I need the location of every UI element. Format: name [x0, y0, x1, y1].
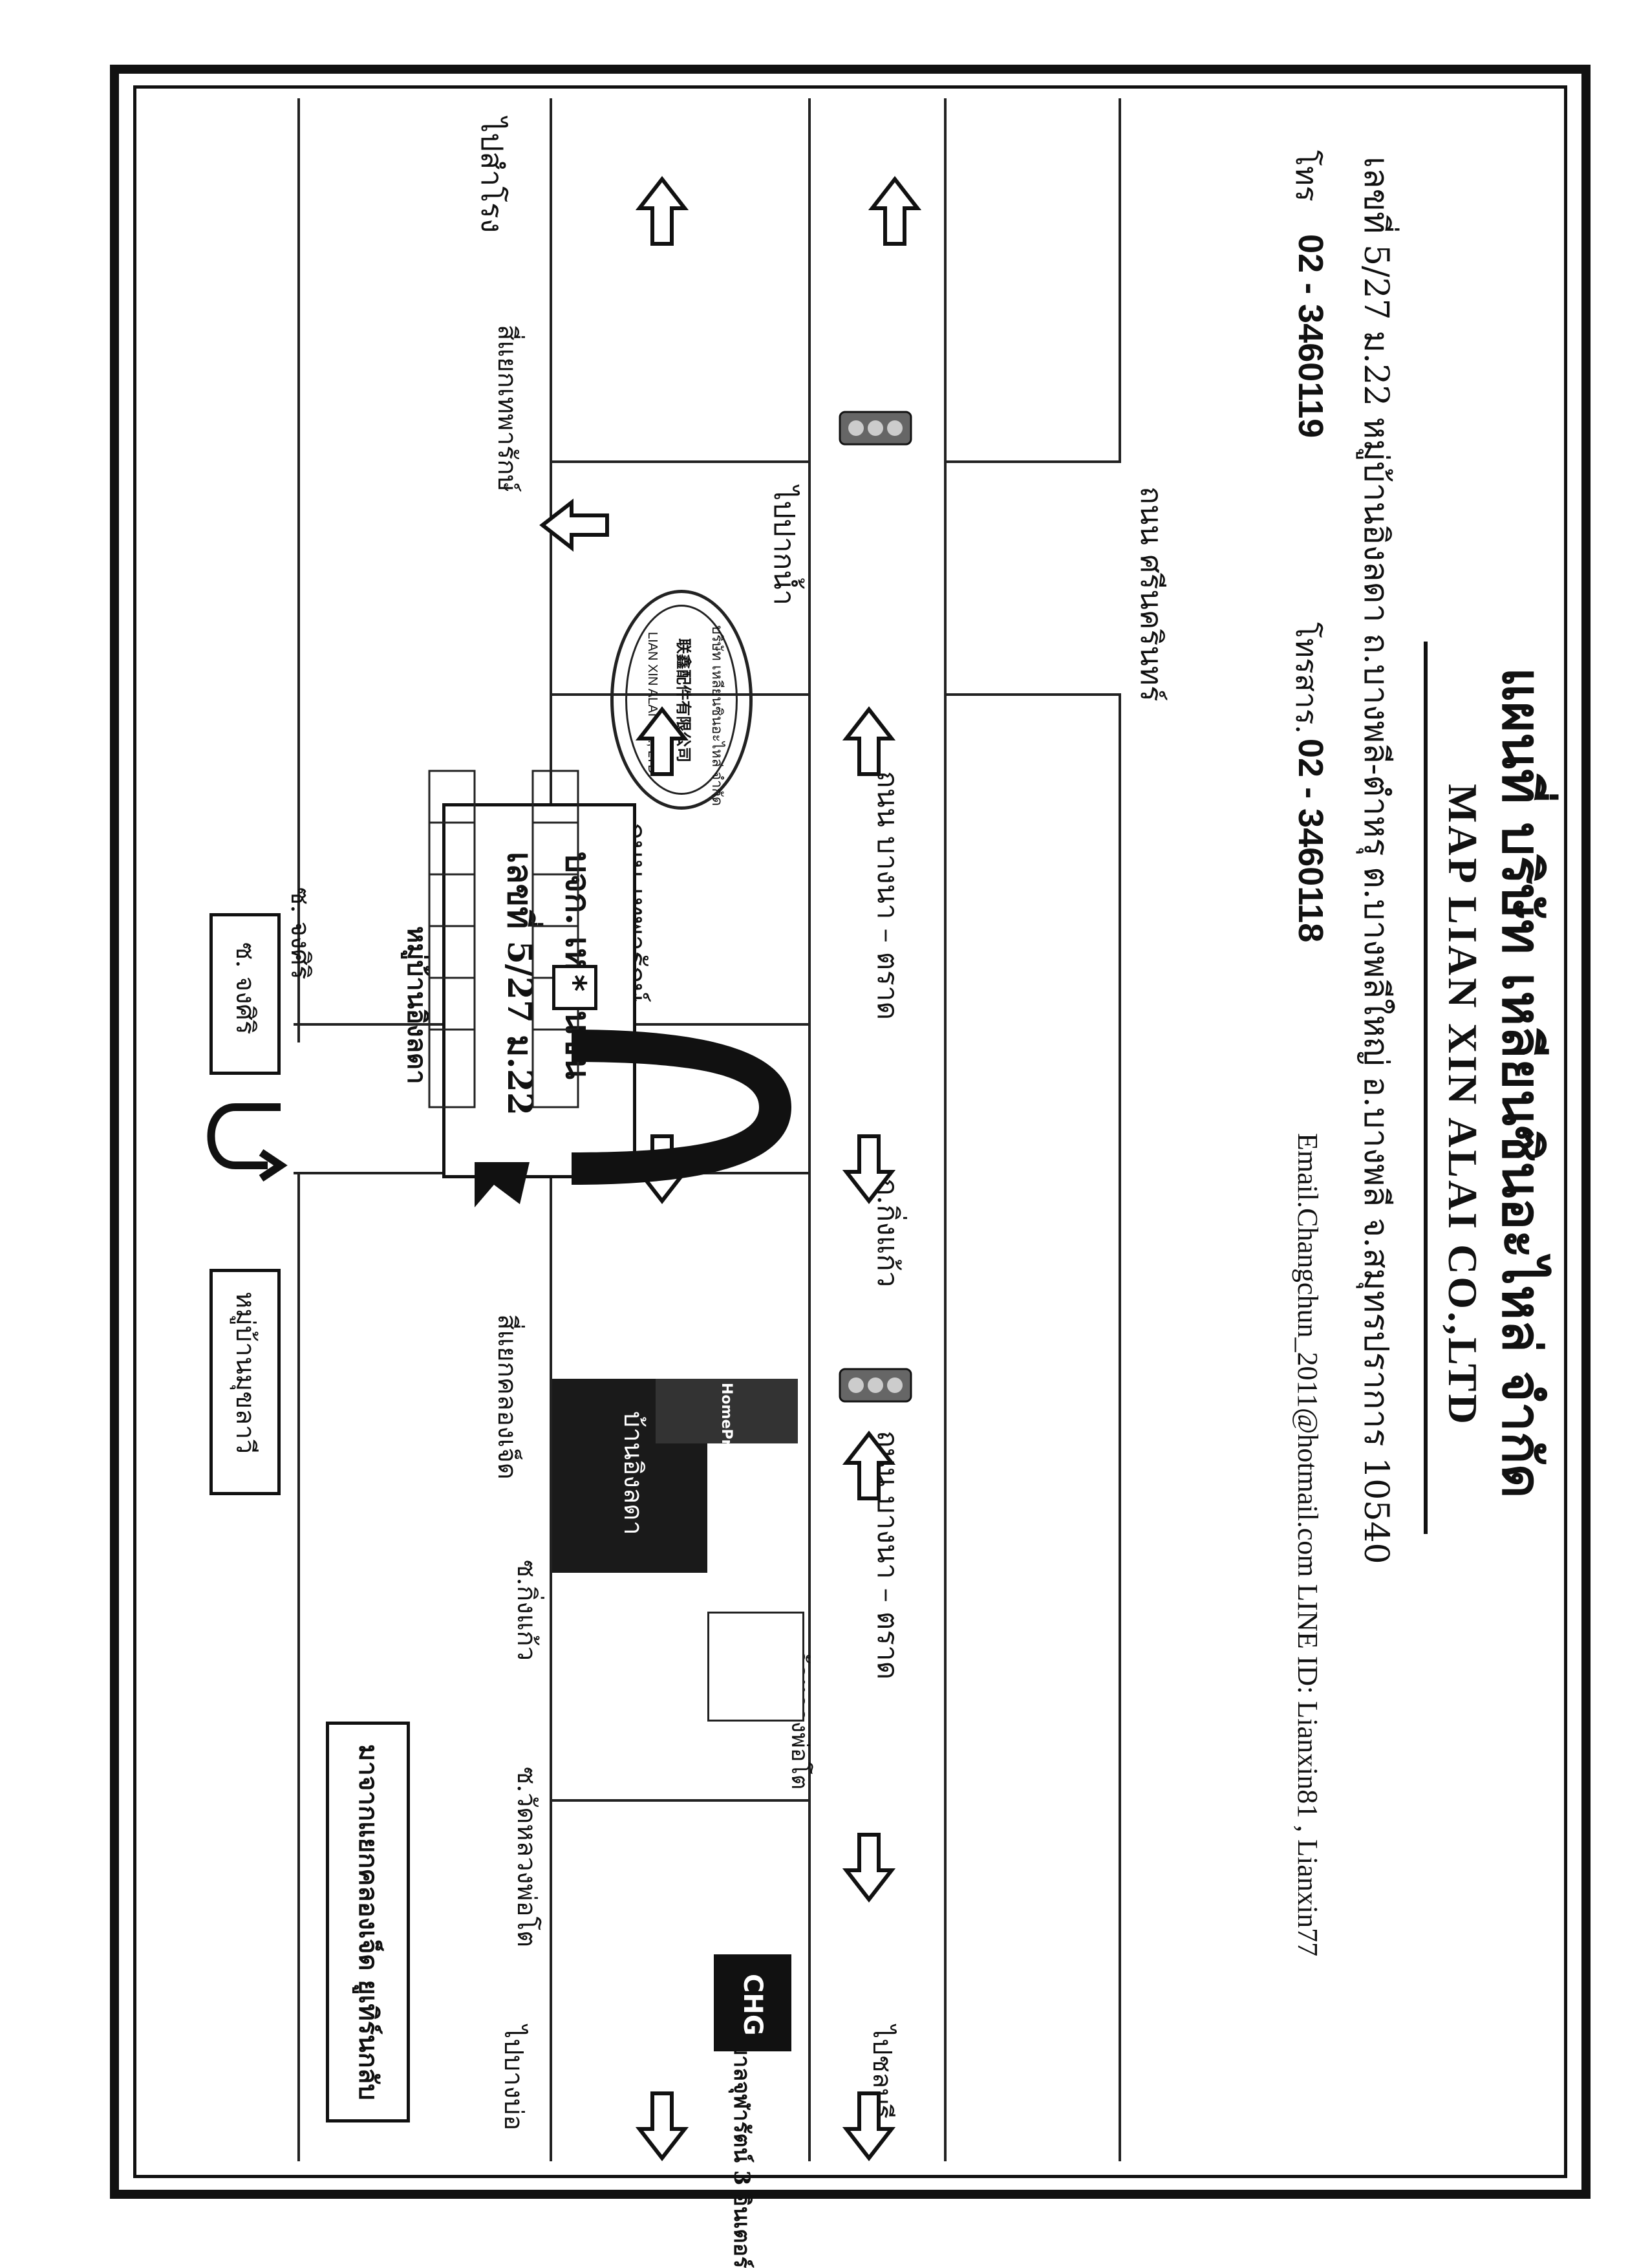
- u-turn-overpass: [572, 1030, 791, 1185]
- from-khlong-jet-label: มาจากแยกคลองเจ็ด ยูเทิร์นกลับ: [353, 1744, 383, 2101]
- label-soi-luangpho: ซ.วัดหลวงพ่อโต: [511, 1767, 541, 1948]
- arrow-left-icon: [635, 176, 689, 246]
- label-to-bangbo: ไปบางบ่อ: [498, 2025, 528, 2131]
- inner-border: [133, 85, 1567, 2178]
- traffic-light-icon: [839, 1368, 912, 1403]
- road-srinakarin-b: [947, 693, 1121, 696]
- road-soi-luangpho: [552, 1799, 811, 1802]
- road-lower-edge-right: [297, 1172, 300, 2161]
- village-mueangthong-box: หมู่บ้านมุขลาวี: [209, 1269, 281, 1495]
- chg-logo-text: CHG: [738, 1974, 767, 2036]
- road-kingkaew-edge: [550, 1172, 552, 2161]
- arrow-right-icon: [635, 2091, 689, 2161]
- title-english: MAP LIAN XIN ALAI CO.,LTD: [1440, 784, 1486, 1427]
- phone-number: 02 - 3460119: [1291, 234, 1330, 438]
- label-to-samrong: ไปสำโรง: [475, 118, 509, 233]
- title-thai: แผนที่ บริษัท เหลียนซินอะไหล่ จำกัด: [1490, 667, 1552, 1498]
- arrow-right-icon: [842, 1833, 896, 1903]
- u-turn-icon: [207, 1103, 288, 1182]
- from-khlong-jet-box: มาจากแยกคลองเจ็ด ยูเทิร์นกลับ: [326, 1722, 410, 2122]
- title-underline: [1424, 642, 1428, 1534]
- contact-line: Email.Changchun_2011@hotmail.com LINE ID…: [1292, 1133, 1323, 1957]
- stamp-top-text: บริษัท เหลียนซินอะไหล่ จำกัด: [709, 625, 725, 806]
- arrow-right-icon: [842, 1134, 896, 1204]
- traffic-light-icon: [839, 411, 912, 446]
- soi-jongsiri-box-label: ซ. จงศิริ: [230, 942, 260, 1035]
- label-soi-jongsiri: ซ. จงศิริ: [285, 887, 315, 980]
- label-to-paknam: ไปปากน้ำ: [767, 486, 800, 606]
- road-srinakarin-a: [947, 460, 1121, 463]
- label-thepharak-junction: สี่แยกเทพารักษ์: [492, 325, 522, 492]
- arrow-left-icon: [842, 706, 896, 776]
- arrow-left-icon: [635, 706, 689, 776]
- road-bangna-top-edge: [1119, 693, 1121, 2161]
- road-thepharak-a: [552, 460, 811, 463]
- phone-label: โทร: [1289, 150, 1324, 202]
- map-canvas: แผนที่ บริษัท เหลียนซินอะไหล่ จำกัด MAP …: [133, 85, 1567, 2268]
- label-srinakarin: ถนน ศรีนครินทร์: [1134, 486, 1169, 702]
- company-location-marker: *: [552, 965, 597, 1010]
- outer-border: [110, 65, 1591, 2199]
- fax-number: 02 - 3460118: [1291, 739, 1330, 943]
- arrow-left-icon: [842, 1431, 896, 1500]
- flag-icon: [462, 1162, 530, 1207]
- homepro-logo: HomePro: [656, 1379, 798, 1456]
- asterisk-icon: *: [555, 975, 593, 992]
- chg-logo: CHG: [714, 1954, 791, 2051]
- road-srinakarin-left-top: [1119, 98, 1121, 460]
- arrow-down-icon: [539, 498, 609, 552]
- label-soi-kingkaew: ซ.กิ่งแก้ว: [511, 1560, 541, 1661]
- baan-logo-text: บ้านอิงลดา: [618, 1411, 648, 1535]
- village-mueangthong-label: หมู่บ้านมุขลาวี: [230, 1291, 260, 1454]
- road-bangna-divider: [944, 98, 947, 2161]
- fax-label: โทรสาร.: [1289, 622, 1324, 734]
- soi-jongsiri-box: ซ. จงศิริ: [209, 913, 281, 1075]
- wat-luangpho-temple-icon: [707, 1612, 804, 1722]
- address-line: เลขที่ 5/27 ม.22 หมู่บ้านอิงลดา ถ.บางพลี…: [1356, 157, 1395, 1564]
- label-khlong-jet-junction: สี่แยกคลองเจ็ด: [492, 1314, 522, 1480]
- arrow-right-icon: [842, 2091, 896, 2161]
- label-bangna-trad-top: ถนน บางนา – ตราด: [871, 771, 904, 1021]
- arrow-left-icon: [868, 176, 922, 246]
- homepro-logo-text: HomePro: [718, 1383, 734, 1456]
